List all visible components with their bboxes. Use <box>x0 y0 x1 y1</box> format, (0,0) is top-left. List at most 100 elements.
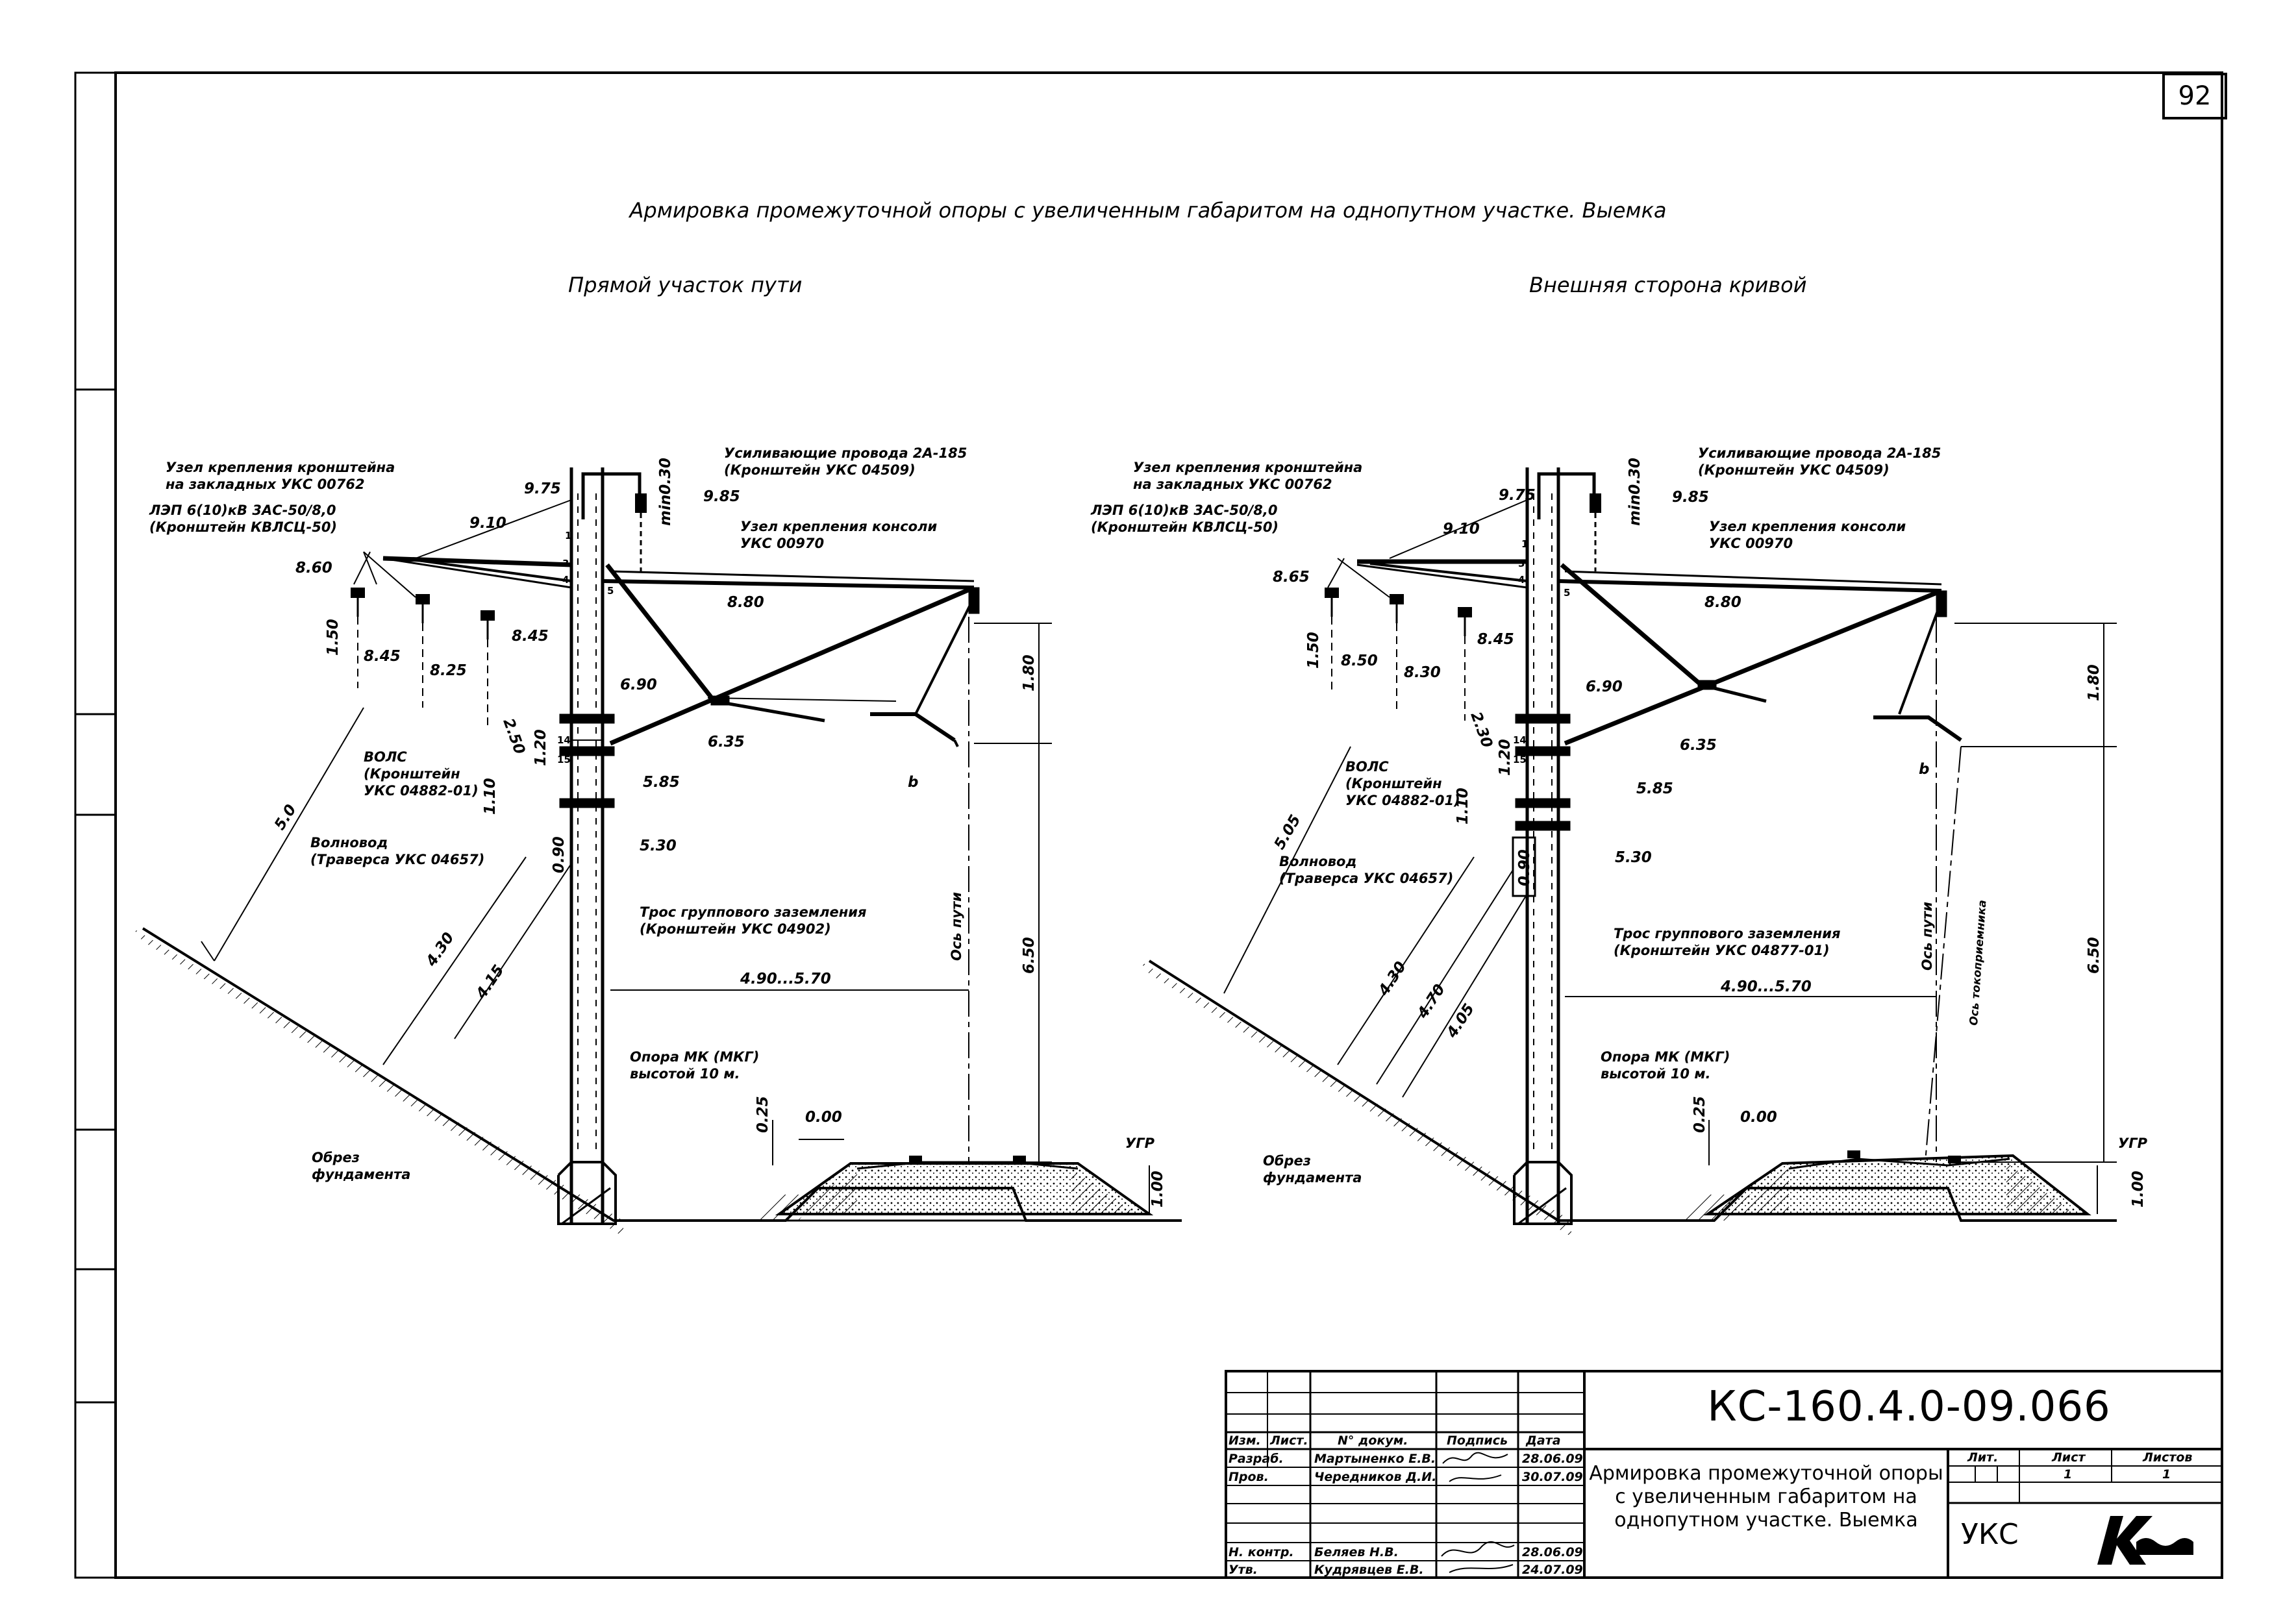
v2-dim: 1.20 <box>1497 739 1514 776</box>
v1-dim: 8.60 <box>295 560 332 577</box>
tb-stage-list-value: 1 <box>2064 1467 2073 1482</box>
tb-row-name: Кудрявцев Е.В. <box>1314 1563 1424 1577</box>
svg-text:3: 3 <box>562 558 569 569</box>
v1-dim: min0.30 <box>657 458 674 526</box>
svg-text:1: 1 <box>565 530 571 541</box>
tb-row-role: Утв. <box>1229 1563 1258 1577</box>
v2-dim: 4.70 <box>1414 982 1449 1023</box>
v2-vols-l1: ВОЛС <box>1345 759 1389 775</box>
v1-tros-l1: Трос группового заземления <box>640 904 866 920</box>
v2-os-tok: Ось токоприемника <box>1967 900 1989 1026</box>
organization-name: УКС <box>1961 1518 2019 1551</box>
mast <box>557 467 642 1225</box>
v1-dim: 9.75 <box>524 480 561 497</box>
v1-dim: 0.90 <box>551 836 568 873</box>
tb-row-date: 24.07.09 <box>1522 1563 1583 1577</box>
usil-insulator <box>635 493 647 571</box>
v1-ugr: УГР <box>1125 1136 1155 1151</box>
v2-dim: 8.30 <box>1404 664 1441 681</box>
v2-dim: min0.30 <box>1627 458 1643 526</box>
slope-dim-lines <box>201 707 572 1065</box>
tb-header-data: Дата <box>1526 1433 1561 1448</box>
svg-text:4: 4 <box>1518 574 1525 586</box>
v1-dim: 8.80 <box>727 594 764 611</box>
svg-text:14: 14 <box>557 734 571 746</box>
tb-stage-listov-value: 1 <box>2162 1467 2171 1482</box>
v2-dim: 5.30 <box>1615 849 1652 866</box>
catenary-console <box>602 563 980 747</box>
v2-dim: 4.30 <box>1375 959 1410 1000</box>
sheet-number: 92 <box>2162 73 2227 119</box>
mast-2 <box>1512 467 1596 1225</box>
vertical-dims-2 <box>1565 623 2117 1214</box>
v2-dim: 9.75 <box>1499 487 1536 504</box>
v1-opora-l1: Опора МК (МКГ) <box>630 1049 759 1065</box>
v1-dim: 1.10 <box>482 778 499 815</box>
v2-lep-l2: (Кронштейн КВЛСЦ-50) <box>1091 519 1279 535</box>
v1-os-puti: Ось пути <box>949 892 964 961</box>
v1-dim: 0.00 <box>805 1109 842 1126</box>
v2-uzel-kr-l1: Узел крепления кронштейна <box>1133 460 1362 475</box>
v1-uzel-kons-l2: УКС 00970 <box>740 536 824 551</box>
usil-insulator-2 <box>1590 493 1601 571</box>
v1-dim: 8.25 <box>430 662 467 679</box>
v2-dim: 1.10 <box>1454 788 1471 825</box>
lep-droppers-2 <box>1331 617 1466 721</box>
v1-dim: 1.80 <box>1021 654 1038 691</box>
v2-os-puti: Ось пути <box>1919 902 1935 971</box>
svg-text:15: 15 <box>1513 754 1527 765</box>
catenary-console-2 <box>1558 563 1962 746</box>
lep-insulators <box>351 588 495 639</box>
pantograph-axis-line <box>1925 746 1962 1163</box>
v2-usil-l2: (Кронштейн УКС 04509) <box>1698 462 1890 478</box>
v1-dim: 8.45 <box>512 628 549 645</box>
v2-uzel-kons-l1: Узел крепления консоли <box>1709 519 1906 534</box>
lep-bracket-2 <box>1327 499 1528 598</box>
v1-usil-l1: Усиливающие провода 2А-185 <box>724 445 967 461</box>
document-code: КС-160.4.0-09.066 <box>1707 1383 2111 1431</box>
v1-dim: 5.30 <box>640 838 677 854</box>
signatures <box>1441 1452 1515 1573</box>
title-block-grid <box>1225 1370 2223 1579</box>
v1-dim: 1.20 <box>532 729 549 766</box>
tb-header-list: Лист. <box>1270 1433 1308 1448</box>
tb-row-name: Беляев Н.В. <box>1314 1545 1399 1559</box>
v2-uzel-kr-l2: на закладных УКС 00762 <box>1133 477 1332 492</box>
tb-header-izm: Изм. <box>1229 1433 1261 1448</box>
svg-text:15: 15 <box>557 754 571 765</box>
v2-volnovod-l2: (Траверса УКС 04657) <box>1279 871 1453 886</box>
tb-stage-lit: Лит. <box>1967 1450 1999 1465</box>
v1-dim: 8.45 <box>364 648 401 665</box>
tb-header-doc: N° докум. <box>1338 1433 1408 1448</box>
tb-row-date: 30.07.09 <box>1522 1470 1583 1484</box>
v2-dim: 6.35 <box>1680 737 1717 754</box>
v2-dim: 8.50 <box>1341 652 1378 669</box>
v2-obrez-l1: Обрез <box>1263 1153 1311 1169</box>
v2-dim: 4.90...5.70 <box>1720 978 1812 995</box>
v2-dim: 8.45 <box>1477 631 1514 648</box>
svg-text:3: 3 <box>1518 558 1525 569</box>
v1-uzel-kons-l1: Узел крепления консоли <box>740 519 937 534</box>
svg-text:4: 4 <box>562 574 569 586</box>
v1-dim: 1.00 <box>1149 1171 1166 1208</box>
v1-opora-l2: высотой 10 м. <box>630 1066 740 1082</box>
v1-dim: 6.35 <box>708 734 745 751</box>
tb-header-podp: Подпись <box>1447 1433 1508 1448</box>
v1-vols-l3: УКС 04882-01) <box>364 783 479 799</box>
v1-dim: 9.85 <box>703 488 740 505</box>
v1-obrez-l2: фундамента <box>312 1167 410 1182</box>
v1-obrez-l1: Обрез <box>312 1150 360 1165</box>
v1-vols-l2: (Кронштейн <box>364 766 460 782</box>
v2-volnovod-l1: Волновод <box>1279 854 1356 869</box>
v2-dim: 0.00 <box>1740 1109 1777 1126</box>
svg-text:5: 5 <box>1564 587 1570 599</box>
v2-dim: 2.30 <box>1467 710 1495 750</box>
v1-dim: 1.50 <box>325 619 342 656</box>
v2-dim: 8.80 <box>1704 594 1741 611</box>
tb-row-date: 28.06.09 <box>1522 1452 1583 1466</box>
view-2-subtitle: Внешняя сторона кривой <box>1529 273 1807 297</box>
v1-dim: 9.10 <box>469 515 506 532</box>
svg-text:14: 14 <box>1513 734 1527 746</box>
v2-vols-l3: УКС 04882-01) <box>1345 793 1460 808</box>
v1-vols-l1: ВОЛС <box>364 749 407 765</box>
